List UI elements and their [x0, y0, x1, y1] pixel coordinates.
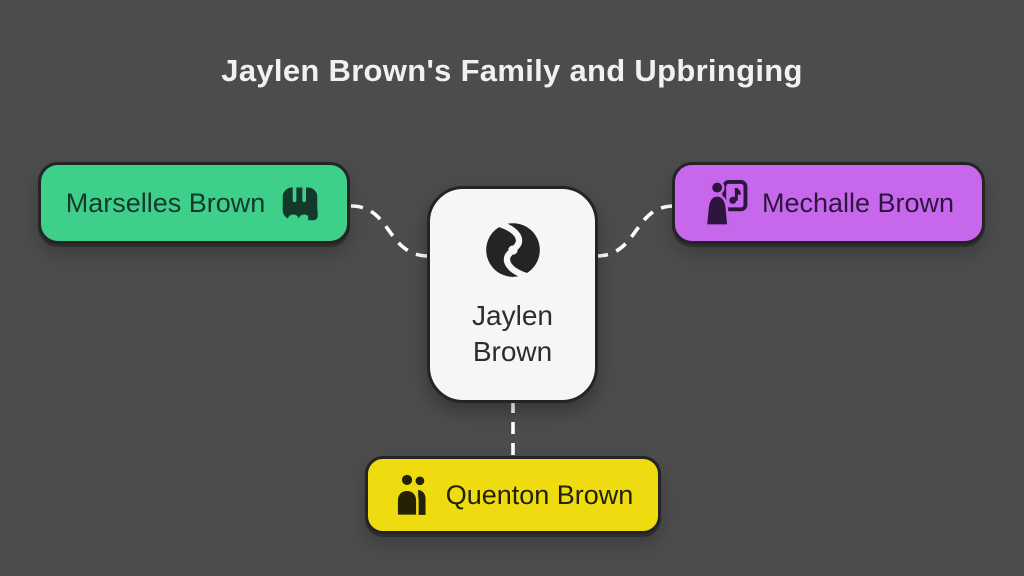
swirl-logo-icon — [480, 217, 546, 283]
node-label: Mechalle Brown — [761, 187, 955, 218]
node-label: Marselles Brown — [65, 187, 266, 218]
node-mechalle-brown[interactable]: Mechalle Brown — [672, 162, 985, 244]
center-node-label: Jaylen Brown — [472, 300, 553, 367]
node-quenton-brown[interactable]: Quenton Brown — [365, 456, 661, 534]
connector-right — [595, 204, 675, 258]
connector-left — [350, 204, 430, 258]
node-label: Quenton Brown — [445, 479, 634, 510]
person-with-music-icon — [703, 177, 749, 230]
page-title: Jaylen Brown's Family and Upbringing — [221, 53, 803, 88]
node-jaylen-brown[interactable]: Jaylen Brown — [427, 186, 598, 403]
two-people-icon — [393, 471, 433, 519]
fist-icon — [278, 183, 322, 223]
node-marselles-brown[interactable]: Marselles Brown — [38, 162, 350, 244]
